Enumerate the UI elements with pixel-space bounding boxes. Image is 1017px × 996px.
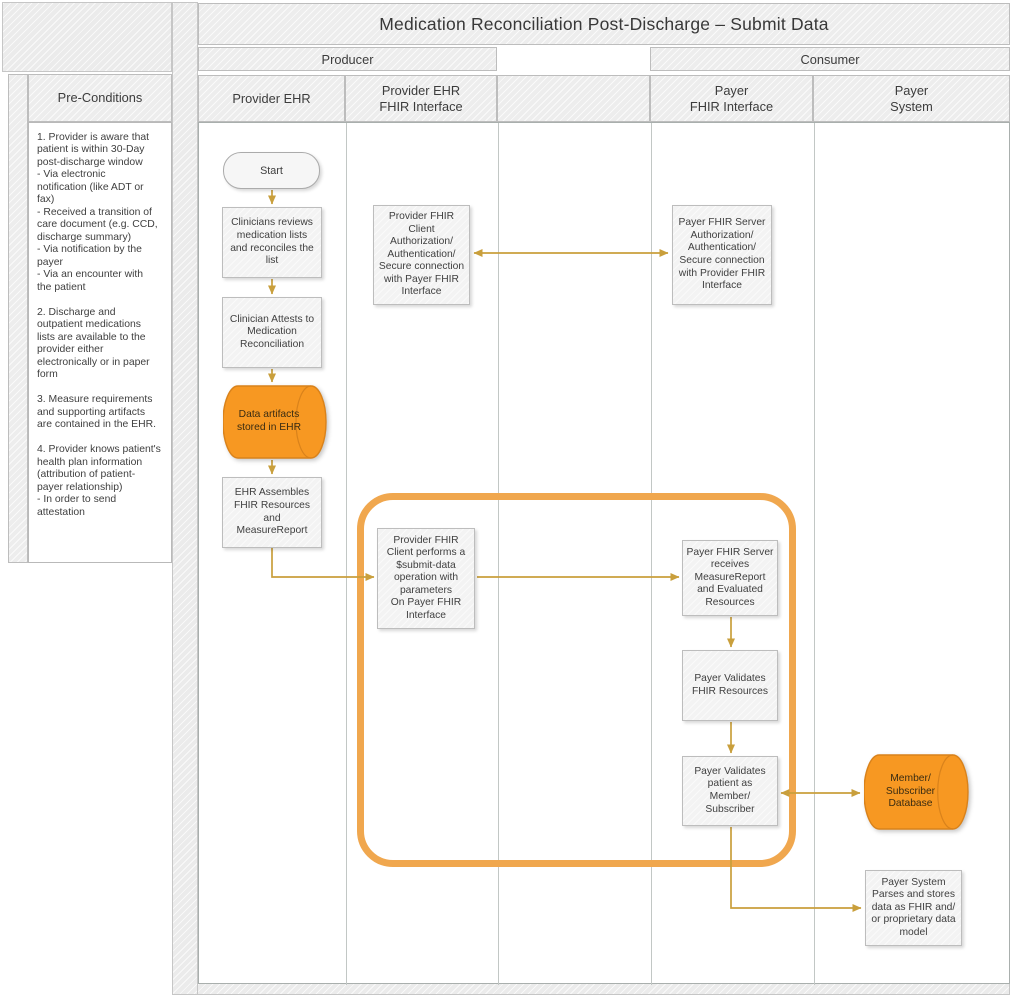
lane-divider xyxy=(498,123,499,985)
lane-header-unlabeled xyxy=(497,75,650,122)
lane-header-preconditions: Pre-Conditions xyxy=(28,74,172,122)
frame-top-left-block xyxy=(2,2,172,72)
node-payer-validates-member: Payer Validates patient as Member/ Subsc… xyxy=(682,756,778,826)
lane-header-provider-ehr-fhir-interface: Provider EHR FHIR Interface xyxy=(345,75,497,122)
cylinder-shape-icon xyxy=(864,754,969,830)
node-payer-receives-measurereport: Payer FHIR Server receives MeasureReport… xyxy=(682,540,778,616)
node-data-artifacts-ehr: Data artifacts stored in EHR xyxy=(223,385,327,459)
node-clinician-reviews: Clinicians reviews medication lists and … xyxy=(222,207,322,278)
node-payer-system-parses: Payer System Parses and stores data as F… xyxy=(865,870,962,946)
node-label: Data artifacts stored in EHR xyxy=(236,409,302,433)
band-consumer: Consumer xyxy=(650,47,1010,71)
lane-divider xyxy=(346,123,347,985)
lane-header-payer-fhir-interface: Payer FHIR Interface xyxy=(650,75,813,122)
cylinder-shape-icon xyxy=(223,385,327,459)
node-start: Start xyxy=(223,152,320,189)
band-producer: Producer xyxy=(198,47,497,71)
node-provider-fhir-auth: Provider FHIR Client Authorization/ Auth… xyxy=(373,205,470,305)
lane-divider xyxy=(651,123,652,985)
node-clinician-attests: Clinician Attests to Medication Reconcil… xyxy=(222,297,322,368)
frame-left-strip xyxy=(172,2,198,995)
lane-header-provider-ehr: Provider EHR xyxy=(198,75,345,122)
preconditions-text: 1. Provider is aware that patient is wit… xyxy=(28,122,172,563)
lane-divider xyxy=(814,123,815,985)
node-payer-fhir-auth: Payer FHIR Server Authorization/ Authent… xyxy=(672,205,772,305)
lane-header-payer-system: Payer System xyxy=(813,75,1010,122)
diagram-title: Medication Reconciliation Post-Discharge… xyxy=(198,3,1010,45)
node-submit-data-operation: Provider FHIR Client performs a $submit-… xyxy=(377,528,475,629)
submit-data-group-outline xyxy=(357,493,796,867)
node-payer-validates-fhir: Payer Validates FHIR Resources xyxy=(682,650,778,721)
node-member-subscriber-database: Member/ Subscriber Database xyxy=(864,754,969,830)
node-ehr-assembles: EHR Assembles FHIR Resources and Measure… xyxy=(222,477,322,548)
frame-bottom-strip xyxy=(197,983,1010,995)
preconditions-side-bar xyxy=(8,74,28,563)
node-label: Member/ Subscriber Database xyxy=(885,772,936,810)
